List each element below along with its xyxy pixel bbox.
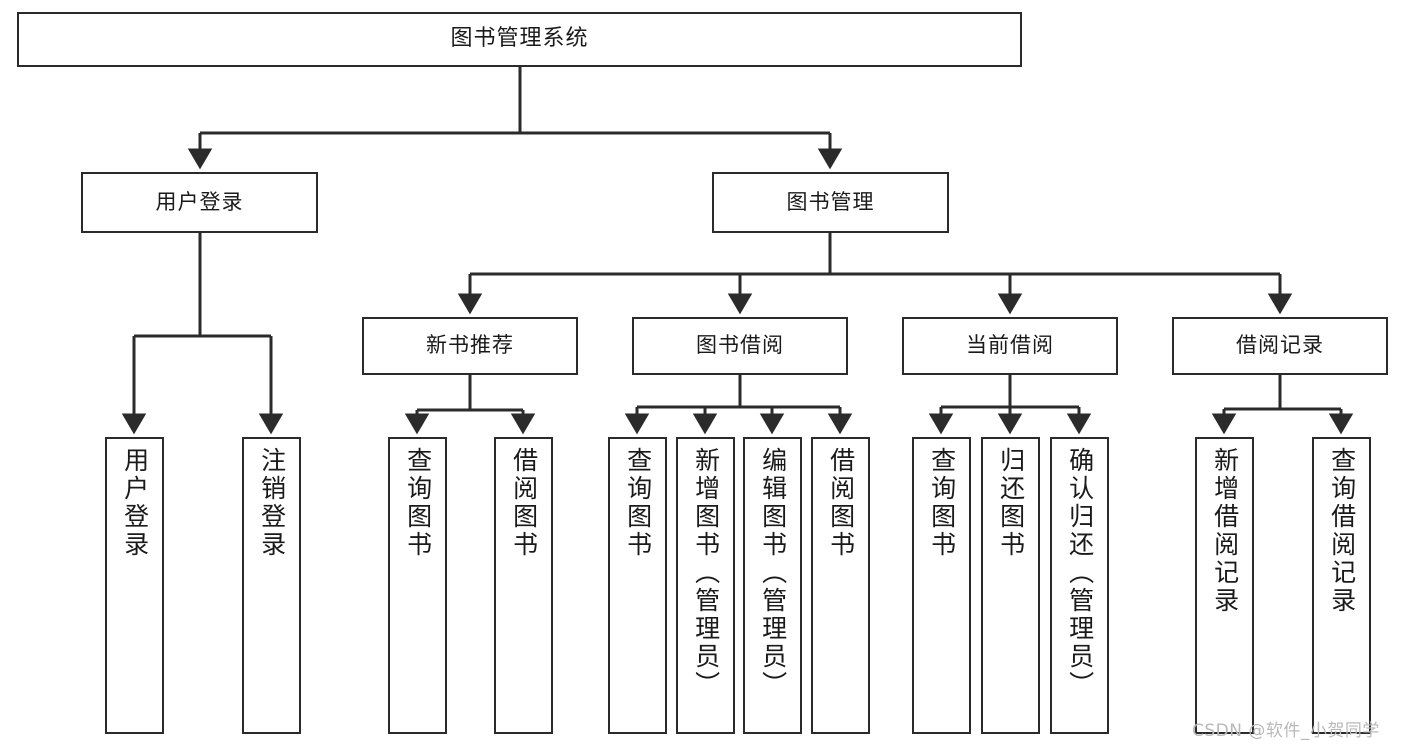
node-leaf-query-record[interactable]: 查询借阅记录 <box>1312 437 1371 734</box>
node-user-login-label: 用户登录 <box>155 189 244 214</box>
node-book-management-label: 图书管理 <box>786 189 875 214</box>
node-book-borrow[interactable]: 图书借阅 <box>632 317 848 375</box>
node-user-login[interactable]: 用户登录 <box>81 172 318 233</box>
node-leaf-user-login-label: 用户登录 <box>120 447 150 559</box>
node-leaf-query-book-2[interactable]: 查询图书 <box>608 437 667 734</box>
node-leaf-query-book-1[interactable]: 查询图书 <box>388 437 447 734</box>
node-new-book-recommend-label: 新书推荐 <box>426 333 514 358</box>
node-leaf-query-record-label: 查询借阅记录 <box>1327 447 1357 615</box>
node-leaf-user-login[interactable]: 用户登录 <box>105 437 164 734</box>
node-leaf-edit-book[interactable]: 编辑图书（管理员） <box>743 437 802 734</box>
node-leaf-borrow-book-2[interactable]: 借阅图书 <box>811 437 870 734</box>
node-leaf-confirm-return-label: 确认归还（管理员） <box>1065 447 1095 699</box>
node-leaf-borrow-book-1-label: 借阅图书 <box>509 447 539 559</box>
node-leaf-return-book-label: 归还图书 <box>996 447 1026 559</box>
node-borrow-record-label: 借阅记录 <box>1236 333 1324 358</box>
node-leaf-add-book[interactable]: 新增图书（管理员） <box>676 437 735 734</box>
node-leaf-confirm-return[interactable]: 确认归还（管理员） <box>1050 437 1109 734</box>
node-leaf-user-logout-label: 注销登录 <box>257 447 287 559</box>
node-current-borrow[interactable]: 当前借阅 <box>902 317 1118 375</box>
node-leaf-edit-book-label: 编辑图书（管理员） <box>758 447 788 699</box>
node-leaf-add-record[interactable]: 新增借阅记录 <box>1195 437 1254 734</box>
node-leaf-borrow-book-1[interactable]: 借阅图书 <box>494 437 553 734</box>
node-leaf-user-logout[interactable]: 注销登录 <box>242 437 301 734</box>
node-leaf-add-record-label: 新增借阅记录 <box>1210 447 1240 615</box>
node-book-borrow-label: 图书借阅 <box>696 333 784 358</box>
node-borrow-record[interactable]: 借阅记录 <box>1172 317 1388 375</box>
node-new-book-recommend[interactable]: 新书推荐 <box>362 317 578 375</box>
node-leaf-query-book-1-label: 查询图书 <box>403 447 433 559</box>
node-leaf-return-book[interactable]: 归还图书 <box>981 437 1040 734</box>
node-leaf-add-book-label: 新增图书（管理员） <box>691 447 721 699</box>
node-leaf-borrow-book-2-label: 借阅图书 <box>826 447 856 559</box>
node-leaf-query-book-2-label: 查询图书 <box>623 447 653 559</box>
node-current-borrow-label: 当前借阅 <box>966 333 1054 358</box>
node-root-system[interactable]: 图书管理系统 <box>17 12 1022 67</box>
node-book-management[interactable]: 图书管理 <box>712 172 949 233</box>
node-leaf-query-book-3[interactable]: 查询图书 <box>912 437 971 734</box>
node-root-system-label: 图书管理系统 <box>450 26 589 52</box>
node-leaf-query-book-3-label: 查询图书 <box>927 447 957 559</box>
